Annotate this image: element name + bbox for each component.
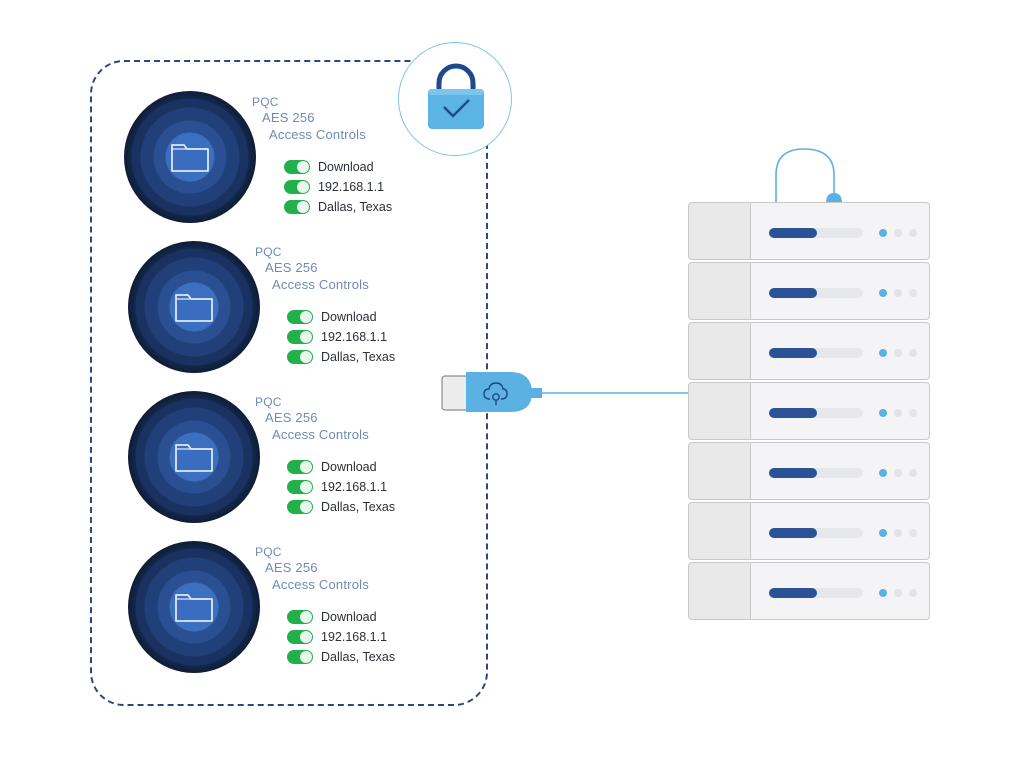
status-led xyxy=(879,529,887,537)
file-disc xyxy=(128,391,260,523)
ip-toggle[interactable] xyxy=(284,180,310,194)
option-location: Dallas, Texas xyxy=(284,200,392,214)
folder-icon xyxy=(175,594,213,622)
file-entry: PQC AES 256 Access Controls Download 192… xyxy=(128,540,428,680)
ip-toggle[interactable] xyxy=(287,630,313,644)
file-entry: PQC AES 256 Access Controls Download 192… xyxy=(128,390,428,530)
option-download: Download xyxy=(287,460,377,474)
server-cable-loop xyxy=(775,148,842,203)
status-led xyxy=(879,469,887,477)
aes-label: AES 256 xyxy=(262,110,315,125)
file-disc xyxy=(128,241,260,373)
access-controls-label: Access Controls xyxy=(272,277,369,292)
drive-indicator xyxy=(769,528,817,538)
lock-badge xyxy=(398,42,512,156)
option-location: Dallas, Texas xyxy=(287,500,395,514)
drive-indicator xyxy=(769,588,817,598)
file-entry: PQC AES 256 Access Controls Download 192… xyxy=(124,90,424,230)
server-unit xyxy=(688,502,930,560)
location-toggle[interactable] xyxy=(287,650,313,664)
option-label: 192.168.1.1 xyxy=(318,180,385,194)
file-disc xyxy=(124,91,256,223)
aes-label: AES 256 xyxy=(265,260,318,275)
option-label: 192.168.1.1 xyxy=(321,630,388,644)
pqc-label: PQC xyxy=(255,545,282,559)
drive-indicator xyxy=(769,288,817,298)
drive-indicator xyxy=(769,228,817,238)
server-unit xyxy=(688,382,930,440)
ip-toggle[interactable] xyxy=(287,480,313,494)
download-toggle[interactable] xyxy=(287,610,313,624)
server-unit xyxy=(688,442,930,500)
access-controls-label: Access Controls xyxy=(272,427,369,442)
location-toggle[interactable] xyxy=(287,500,313,514)
file-entry: PQC AES 256 Access Controls Download 192… xyxy=(128,240,428,380)
ip-toggle[interactable] xyxy=(287,330,313,344)
option-location: Dallas, Texas xyxy=(287,350,395,364)
server-unit xyxy=(688,262,930,320)
option-label: Dallas, Texas xyxy=(321,500,396,514)
option-label: Dallas, Texas xyxy=(318,200,393,214)
server-unit xyxy=(688,562,930,620)
option-ip: 192.168.1.1 xyxy=(284,180,384,194)
option-label: Download xyxy=(321,610,377,624)
option-download: Download xyxy=(287,610,377,624)
pqc-label: PQC xyxy=(252,95,279,109)
option-download: Download xyxy=(284,160,374,174)
server-rack xyxy=(688,202,930,622)
option-label: Dallas, Texas xyxy=(321,650,396,664)
drive-indicator xyxy=(769,348,817,358)
pqc-label: PQC xyxy=(255,395,282,409)
drive-indicator xyxy=(769,408,817,418)
status-led xyxy=(879,289,887,297)
status-led xyxy=(879,349,887,357)
folder-icon xyxy=(175,444,213,472)
aes-label: AES 256 xyxy=(265,410,318,425)
download-toggle[interactable] xyxy=(287,310,313,324)
location-toggle[interactable] xyxy=(284,200,310,214)
access-controls-label: Access Controls xyxy=(269,127,366,142)
file-disc xyxy=(128,541,260,673)
folder-icon xyxy=(175,294,213,322)
cloud-lock-icon xyxy=(483,382,508,405)
status-led xyxy=(879,409,887,417)
access-controls-label: Access Controls xyxy=(272,577,369,592)
download-toggle[interactable] xyxy=(287,460,313,474)
option-ip: 192.168.1.1 xyxy=(287,330,387,344)
option-label: Dallas, Texas xyxy=(321,350,396,364)
aes-label: AES 256 xyxy=(265,560,318,575)
status-led xyxy=(879,229,887,237)
server-unit xyxy=(688,322,930,380)
drive-indicator xyxy=(769,468,817,478)
option-label: 192.168.1.1 xyxy=(321,330,388,344)
folder-icon xyxy=(171,144,209,172)
server-unit xyxy=(688,202,930,260)
option-label: Download xyxy=(321,460,377,474)
download-toggle[interactable] xyxy=(284,160,310,174)
option-label: Download xyxy=(321,310,377,324)
usb-connector xyxy=(441,372,688,412)
option-ip: 192.168.1.1 xyxy=(287,480,387,494)
option-download: Download xyxy=(287,310,377,324)
option-ip: 192.168.1.1 xyxy=(287,630,387,644)
option-label: Download xyxy=(318,160,374,174)
padlock-check-icon xyxy=(428,63,484,129)
option-location: Dallas, Texas xyxy=(287,650,395,664)
status-led xyxy=(879,589,887,597)
location-toggle[interactable] xyxy=(287,350,313,364)
option-label: 192.168.1.1 xyxy=(321,480,388,494)
pqc-label: PQC xyxy=(255,245,282,259)
